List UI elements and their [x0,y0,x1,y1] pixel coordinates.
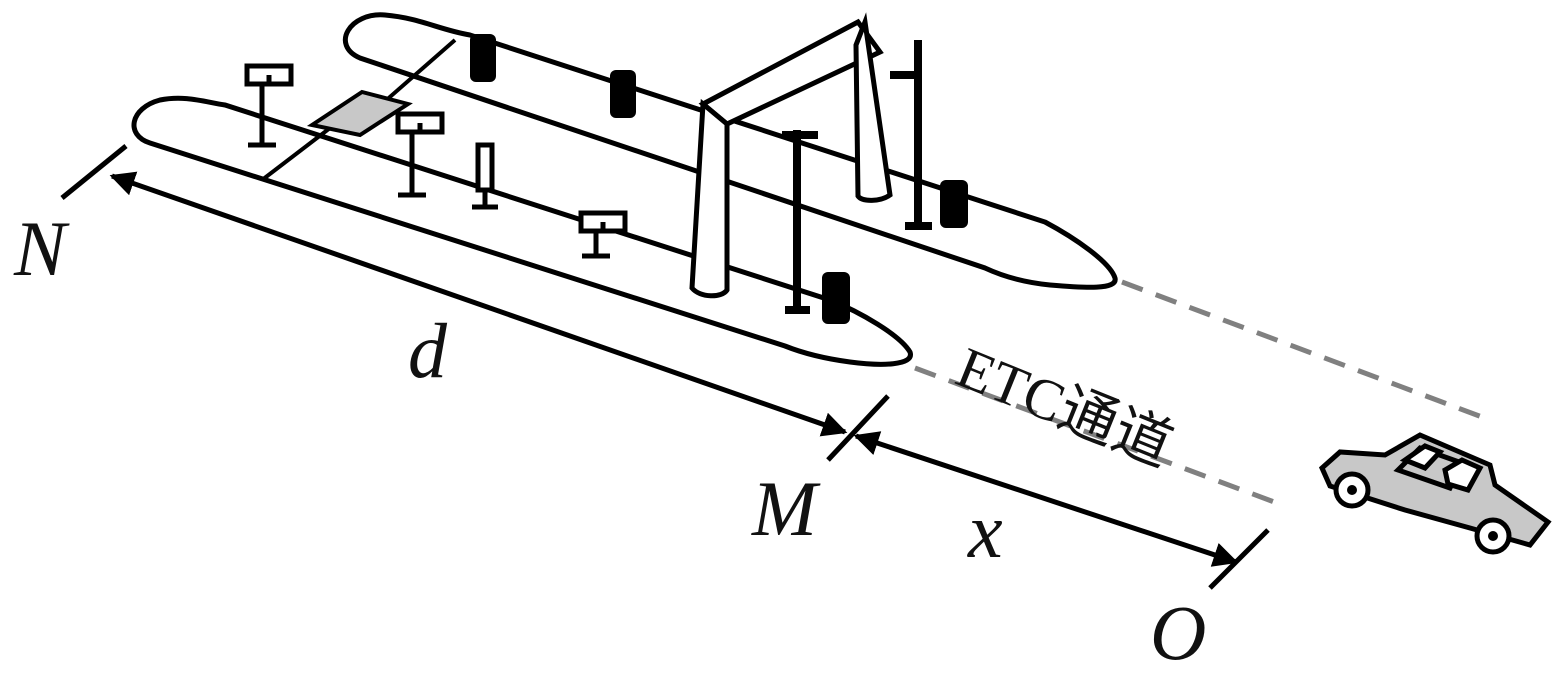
tick-n [60,144,128,200]
lane-dash-upper [1121,279,1491,423]
tick-o [1208,528,1270,590]
point-label-o: O [1150,589,1207,676]
dimension-x-arrow [853,431,1239,567]
dimension-d-arrow [109,171,848,437]
distance-label-x: x [968,487,1003,574]
tick-m [826,394,890,462]
back-island [342,12,1118,290]
barrier-pole-icon [890,40,932,230]
point-label-m: M [752,465,817,552]
point-label-n: N [14,205,67,292]
ticket-pad [306,89,413,138]
sign-post-icon [244,63,294,148]
distance-label-d: d [408,307,447,394]
car-icon [1318,432,1552,555]
crossing-line-lower [260,126,332,182]
